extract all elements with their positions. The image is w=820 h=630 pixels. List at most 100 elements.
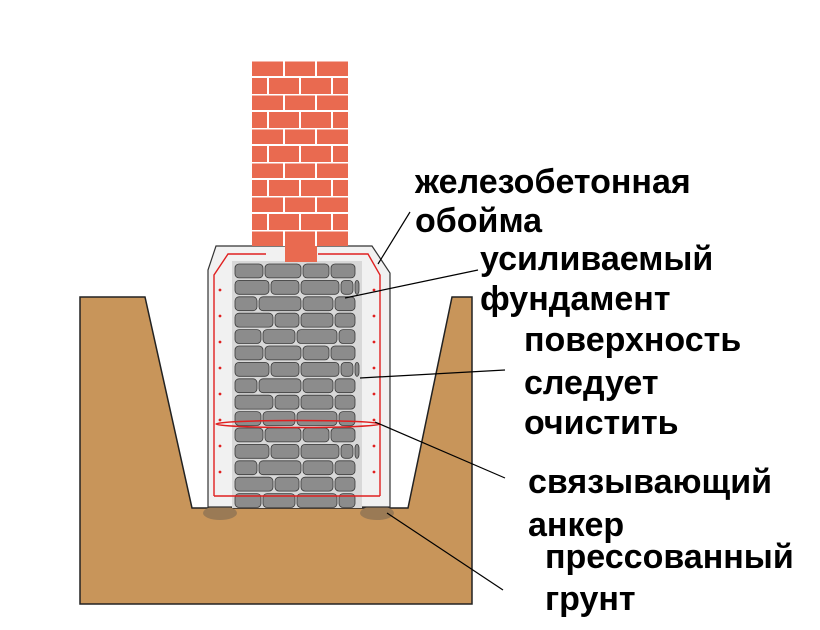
- rebar-cage: [213, 253, 381, 497]
- stone-block: [234, 312, 274, 328]
- jacket-label-line2: обойма: [415, 202, 543, 240]
- soil-label-line1: прессованный: [545, 538, 794, 576]
- rebar-dot: [372, 366, 376, 370]
- anchor-label-line1: связывающий: [528, 463, 773, 501]
- stone-block: [234, 394, 274, 410]
- stone-block: [274, 476, 300, 492]
- rebar-dot: [218, 314, 222, 318]
- rebar-dot: [218, 392, 222, 396]
- rebar-dot: [372, 314, 376, 318]
- stone-block: [264, 263, 302, 279]
- leader-foundation: [344, 269, 479, 299]
- stone-block: [274, 312, 300, 328]
- stone-block: [234, 443, 270, 459]
- stone-block: [334, 460, 356, 476]
- stone-block: [270, 279, 300, 295]
- leader-jacket: [377, 211, 411, 265]
- stone-block: [234, 411, 262, 426]
- stone-block: [234, 427, 264, 443]
- surface-label-line3: очистить: [524, 404, 679, 442]
- stone-block: [258, 296, 302, 312]
- stone-block: [300, 394, 334, 410]
- stone-block: [258, 378, 302, 394]
- stone-block: [354, 361, 360, 377]
- stone-block: [234, 345, 264, 361]
- stone-block: [234, 476, 274, 492]
- soil-label-line2: грунт: [545, 580, 636, 618]
- stone-block: [302, 427, 330, 443]
- stone-block: [270, 443, 300, 459]
- stone-block: [262, 411, 296, 426]
- stone-block: [300, 312, 334, 328]
- stone-block: [340, 443, 354, 459]
- stone-block: [296, 329, 338, 344]
- stone-block: [302, 378, 334, 394]
- stone-block: [296, 411, 338, 426]
- stone-block: [302, 460, 334, 476]
- stone-block: [262, 329, 296, 344]
- stone-block: [338, 329, 356, 344]
- stone-block: [330, 263, 356, 279]
- stone-block: [234, 493, 262, 508]
- stone-block: [338, 411, 356, 426]
- stone-block: [340, 279, 354, 295]
- anchor-label-line2: анкер: [528, 506, 625, 544]
- rebar-dots: [218, 288, 376, 474]
- rebar-dot: [218, 288, 222, 292]
- stone-block: [300, 443, 340, 459]
- rebar-dot: [218, 340, 222, 344]
- surface-label-line2: следует: [524, 364, 659, 402]
- stone-block: [264, 427, 302, 443]
- compacted-soil-left: [203, 506, 237, 520]
- stone-block: [300, 361, 340, 377]
- stone-block: [300, 476, 334, 492]
- stone-block: [302, 296, 334, 312]
- jacket-label-line1: железобетонная: [415, 163, 691, 201]
- rebar-dot: [218, 418, 222, 422]
- rebar-dot: [218, 366, 222, 370]
- surface-label-line1: поверхность: [524, 321, 742, 359]
- stone-block: [274, 394, 300, 410]
- stone-block: [234, 460, 258, 476]
- stone-masonry: [234, 263, 360, 508]
- stone-block: [270, 361, 300, 377]
- soil-ground: [79, 296, 473, 605]
- leader-surface: [359, 369, 506, 379]
- rebar-dot: [372, 444, 376, 448]
- stone-block: [302, 263, 330, 279]
- rebar-dot: [218, 444, 222, 448]
- rebar-dot: [372, 288, 376, 292]
- leader-anchor: [374, 421, 506, 479]
- foundation-label-line1: усиливаемый: [480, 240, 714, 278]
- rebar-dot: [372, 392, 376, 396]
- stone-block: [264, 345, 302, 361]
- stone-block: [330, 427, 356, 443]
- rebar-dot: [218, 470, 222, 474]
- stone-block: [262, 493, 296, 508]
- stone-block: [234, 279, 270, 295]
- stone-block: [300, 279, 340, 295]
- stone-block: [258, 460, 302, 476]
- stone-block: [302, 345, 330, 361]
- stone-block: [296, 493, 338, 508]
- stone-block: [354, 279, 360, 295]
- stone-block: [330, 345, 356, 361]
- stone-block: [334, 476, 356, 492]
- stone-block: [334, 312, 356, 328]
- stone-block: [334, 378, 356, 394]
- stone-block: [234, 329, 262, 344]
- stone-block: [234, 361, 270, 377]
- compacted-soil-right: [360, 506, 394, 520]
- brick-wall: [252, 60, 348, 246]
- stone-block: [234, 378, 258, 394]
- stone-block: [340, 361, 354, 377]
- stone-block: [338, 493, 356, 508]
- leader-soil: [386, 512, 504, 591]
- stone-block: [234, 263, 264, 279]
- foundation-label-line2: фундамент: [480, 280, 671, 318]
- rebar-dot: [372, 418, 376, 422]
- rebar-dot: [372, 470, 376, 474]
- brick-wall-stem: [285, 246, 317, 262]
- stone-block: [334, 296, 356, 312]
